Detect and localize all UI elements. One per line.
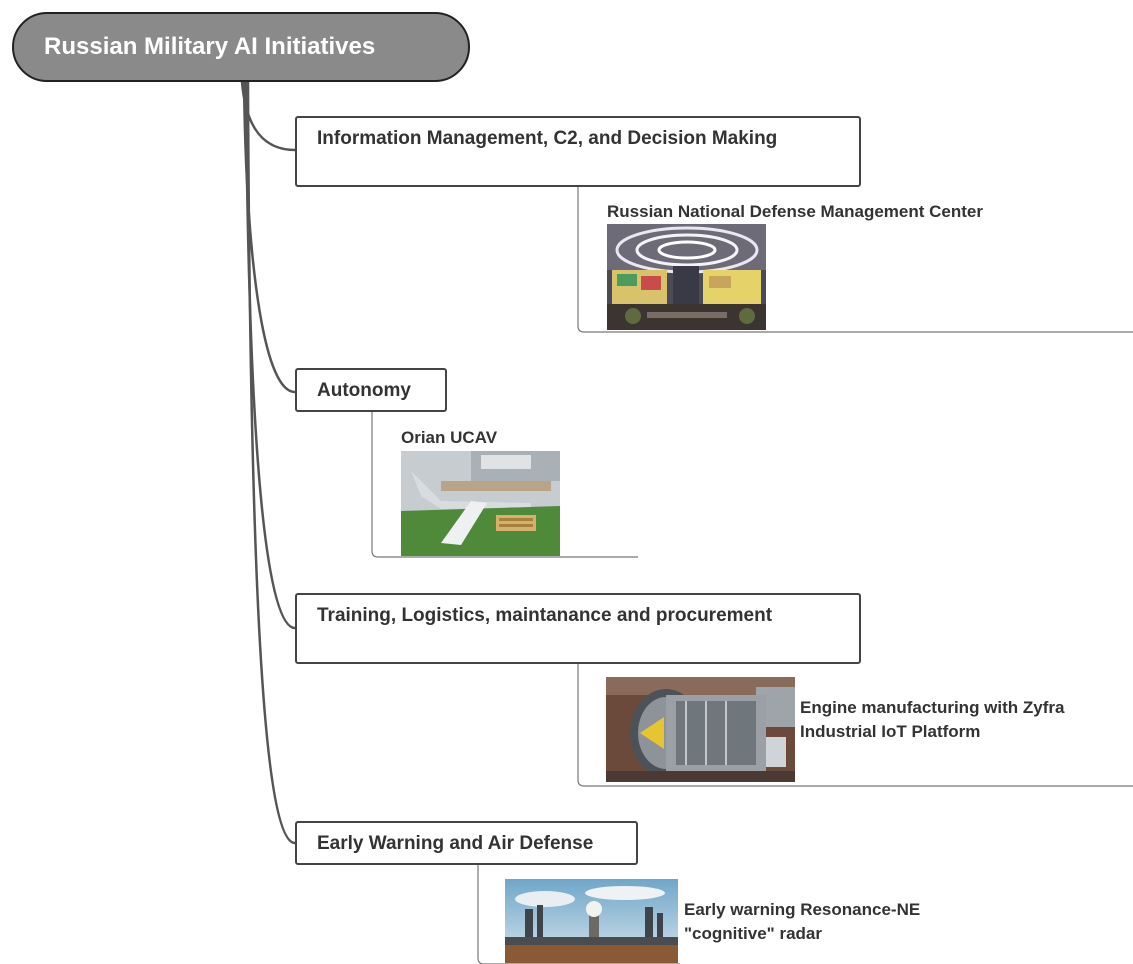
topic-label: Early Warning and Air Defense xyxy=(317,833,594,854)
branch-line-4 xyxy=(246,80,297,845)
topic-label: Training, Logistics, maintanance and pro… xyxy=(317,605,773,626)
subtopic-caption: Russian National Defense Management Cent… xyxy=(607,202,983,221)
topic-information-management[interactable]: Information Management, C2, and Decision… xyxy=(295,116,861,187)
control-room-photo xyxy=(607,224,766,330)
subtopic-caption: Early warning Resonance-NE "cognitive" r… xyxy=(684,900,921,943)
jet-engine-photo xyxy=(606,677,795,782)
branch-line-1 xyxy=(240,80,297,152)
sub-line-2 xyxy=(371,412,638,558)
radar-towers-photo xyxy=(505,879,678,963)
topic-early-warning[interactable]: Early Warning and Air Defense xyxy=(295,821,638,865)
topic-training-logistics[interactable]: Training, Logistics, maintanance and pro… xyxy=(295,593,861,664)
root-topic[interactable]: Russian Military AI Initiatives xyxy=(12,12,470,82)
topic-autonomy[interactable]: Autonomy xyxy=(295,368,447,412)
drone-photo xyxy=(401,451,560,556)
branch-line-3 xyxy=(244,80,297,630)
sub-line-1 xyxy=(577,187,1133,333)
subtopic-caption: Engine manufacturing with Zyfra Industri… xyxy=(800,698,1065,741)
topic-label: Autonomy xyxy=(317,380,411,401)
sub-line-3 xyxy=(577,664,1133,787)
subtopic-caption: Orian UCAV xyxy=(401,428,498,447)
root-topic-label: Russian Military AI Initiatives xyxy=(44,33,376,60)
topic-label: Information Management, C2, and Decision… xyxy=(317,128,778,149)
